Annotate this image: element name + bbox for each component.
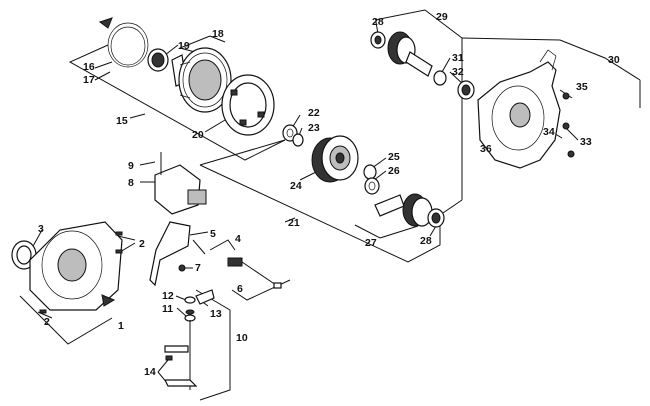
actuator-8 <box>154 152 207 215</box>
callout-labels: 1 2 2 3 4 5 6 7 8 9 10 11 12 13 14 15 16… <box>38 11 620 378</box>
washers-22-23 <box>282 124 304 147</box>
callout-23: 23 <box>308 122 320 134</box>
dowel-pins-2 <box>39 231 123 314</box>
callout-9: 9 <box>128 160 134 172</box>
callout-29: 29 <box>436 11 448 23</box>
callout-27: 27 <box>365 237 377 249</box>
shift-fork-10 <box>164 320 198 390</box>
callout-12: 12 <box>162 290 174 302</box>
callout-20: 20 <box>192 129 204 141</box>
callout-8: 8 <box>128 177 134 189</box>
callout-28: 28 <box>372 16 384 28</box>
callout-24: 24 <box>290 180 302 192</box>
shaft-gear-29 <box>370 31 433 77</box>
callout-7: 7 <box>195 262 201 274</box>
callout-22: 22 <box>308 107 320 119</box>
callout-31: 31 <box>452 52 464 64</box>
callout-30: 30 <box>608 54 620 66</box>
callout-4: 4 <box>235 233 241 245</box>
cover-30 <box>477 49 561 169</box>
bolts-33-34-35 <box>562 92 575 158</box>
washers-31-32 <box>433 70 475 100</box>
housing-1 <box>29 221 123 311</box>
washers-25-26 <box>363 164 380 195</box>
bracket-5 <box>149 221 191 287</box>
snap-ring-part <box>98 17 149 68</box>
callout-2: 2 <box>139 238 145 250</box>
callout-28: 28 <box>420 235 432 247</box>
callout-5: 5 <box>210 228 216 240</box>
callout-21: 21 <box>288 217 300 229</box>
callout-2: 2 <box>44 316 50 328</box>
callout-11: 11 <box>162 303 173 315</box>
callout-17: 17 <box>83 74 95 86</box>
gear-24 <box>311 135 359 183</box>
bearing-19 <box>147 48 169 72</box>
callout-26: 26 <box>388 165 400 177</box>
callout-16: 16 <box>83 61 95 73</box>
callout-10: 10 <box>236 332 248 344</box>
callout-13: 13 <box>210 308 222 320</box>
callout-25: 25 <box>388 151 400 163</box>
callout-34: 34 <box>543 126 555 138</box>
shaft-gear-27 <box>374 193 445 228</box>
callout-32: 32 <box>452 66 464 78</box>
callout-15: 15 <box>116 115 128 127</box>
callout-18: 18 <box>212 28 224 40</box>
screw-7 <box>178 264 186 272</box>
callout-35: 35 <box>576 81 588 93</box>
callout-6: 6 <box>237 283 243 295</box>
callout-33: 33 <box>580 136 592 148</box>
housing-20 <box>221 74 275 136</box>
cable-6 <box>227 257 282 289</box>
clutch-drum-18 <box>171 47 232 113</box>
callout-19: 19 <box>178 40 190 52</box>
callout-14: 14 <box>144 366 156 378</box>
callout-3: 3 <box>38 223 44 235</box>
callout-1: 1 <box>118 320 124 332</box>
callout-36: 36 <box>480 143 492 155</box>
